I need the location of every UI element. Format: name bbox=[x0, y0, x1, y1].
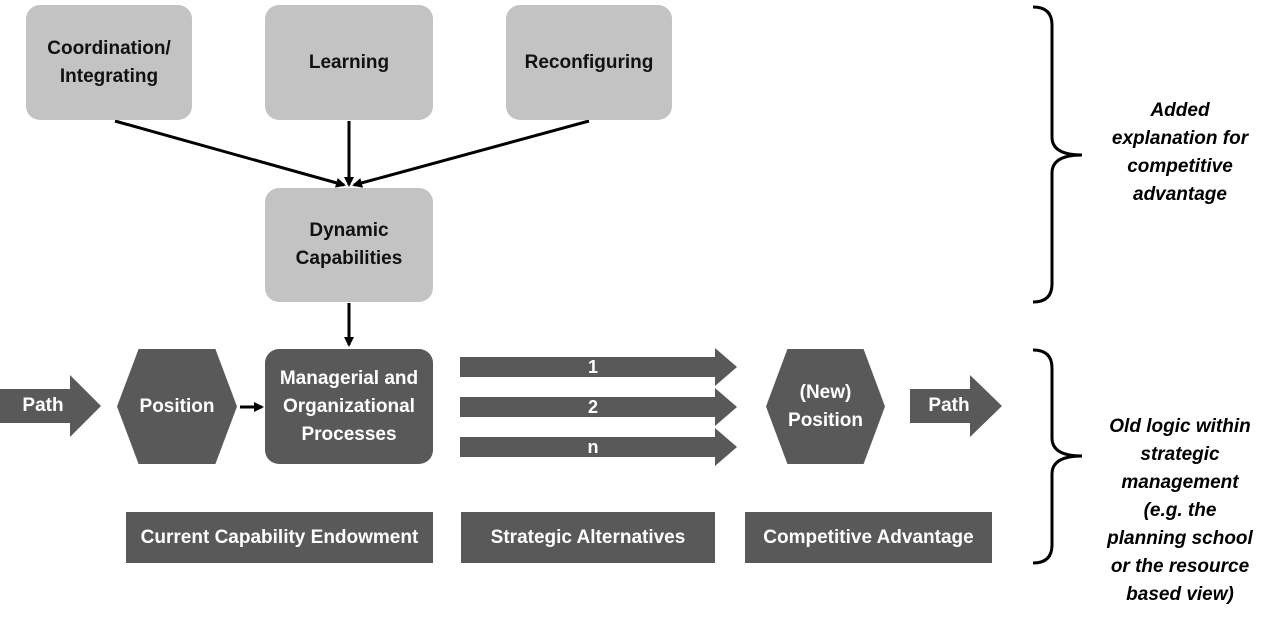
position-label: Position bbox=[139, 395, 215, 417]
learning-label: Learning bbox=[308, 51, 390, 73]
added-line-3: competitive bbox=[1127, 156, 1233, 177]
old-line-5: planning school bbox=[1107, 528, 1253, 549]
learning-box: Learning bbox=[265, 5, 433, 120]
coordination-integrating-box: Coordination/ Integrating bbox=[26, 5, 192, 120]
old-line-4: (e.g. the bbox=[1143, 500, 1217, 521]
path-right-label: Path bbox=[928, 395, 970, 416]
old-logic-note: Old logic within strategic management (e… bbox=[1090, 413, 1270, 609]
path-left-label: Path bbox=[22, 395, 64, 416]
new-position-line-1: (New) bbox=[799, 381, 852, 403]
old-line-2: strategic bbox=[1140, 444, 1220, 465]
strategic-alternatives-label: Strategic Alternatives bbox=[461, 512, 715, 563]
alternative-label-1: 1 bbox=[587, 356, 598, 377]
alternative-label-n: n bbox=[587, 436, 599, 457]
added-explanation-note: Added explanation for competitive advant… bbox=[1090, 97, 1270, 209]
position-hexagon: Position bbox=[117, 349, 237, 464]
path-left-arrow bbox=[0, 375, 101, 437]
added-line-4: advantage bbox=[1133, 184, 1227, 205]
current-capability-text: Current Capability Endowment bbox=[140, 526, 419, 548]
path-right-arrow bbox=[910, 375, 1002, 437]
old-line-7: based view) bbox=[1126, 584, 1234, 605]
alternative-arrow-2 bbox=[460, 388, 737, 426]
alternative-arrow-1 bbox=[460, 348, 737, 386]
bracket-bottom bbox=[1032, 348, 1083, 565]
coordination-line-2: Integrating bbox=[59, 65, 159, 87]
competitive-advantage-label: Competitive Advantage bbox=[745, 512, 992, 563]
reconfiguring-label: Reconfiguring bbox=[524, 51, 654, 73]
alternative-arrow-n bbox=[460, 428, 737, 466]
bracket-top bbox=[1032, 5, 1083, 304]
new-position-line-2: Position bbox=[788, 409, 863, 431]
added-line-2: explanation for bbox=[1111, 128, 1249, 149]
old-line-3: management bbox=[1121, 472, 1239, 493]
managerial-line-1: Managerial and bbox=[279, 367, 419, 389]
old-line-1: Old logic within bbox=[1109, 416, 1251, 437]
current-capability-label: Current Capability Endowment bbox=[126, 512, 433, 563]
reconfiguring-box: Reconfiguring bbox=[506, 5, 672, 120]
old-line-6: or the resource bbox=[1110, 556, 1250, 577]
arrow-reconfiguring-to-dynamic bbox=[352, 119, 590, 188]
managerial-line-2: Organizational bbox=[283, 395, 415, 417]
managerial-line-3: Processes bbox=[301, 423, 397, 445]
new-position-hexagon: (New) Position bbox=[766, 349, 885, 464]
dynamic-line-2: Capabilities bbox=[295, 248, 403, 269]
dynamic-line-1: Dynamic bbox=[309, 220, 389, 241]
coordination-line-1: Coordination/ bbox=[47, 37, 171, 59]
added-line-1: Added bbox=[1150, 100, 1210, 121]
dynamic-capabilities-box: Dynamic Capabilities bbox=[265, 188, 433, 302]
arrow-coordination-to-dynamic bbox=[114, 119, 346, 188]
alternative-label-2: 2 bbox=[587, 396, 598, 417]
strategic-alternatives-text: Strategic Alternatives bbox=[490, 526, 686, 548]
competitive-advantage-text: Competitive Advantage bbox=[763, 526, 974, 548]
managerial-processes-box: Managerial and Organizational Processes bbox=[265, 349, 433, 464]
